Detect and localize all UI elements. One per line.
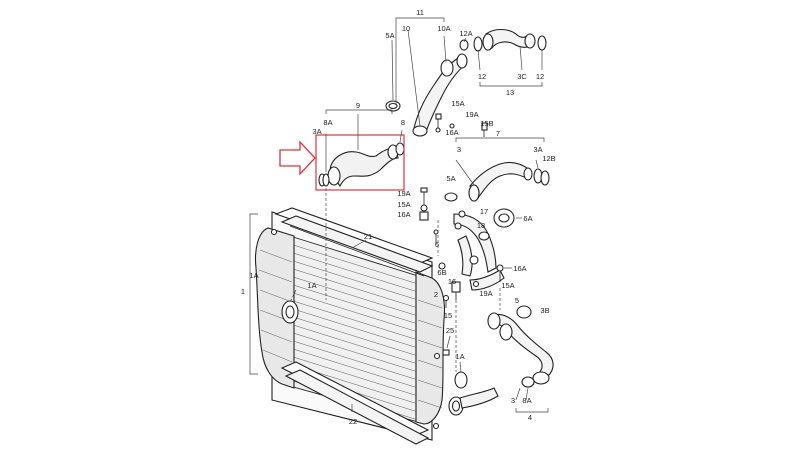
callout-3: 3 <box>457 145 461 154</box>
fasteners-lower <box>442 264 504 356</box>
callout-15b: 15B <box>480 119 493 128</box>
callout-3a-right: 3A <box>533 145 542 154</box>
callout-15a-top: 15A <box>451 99 464 108</box>
callout-19a-right: 19A <box>479 289 492 298</box>
callout-15a-mid: 15A <box>397 200 410 209</box>
callout-6b: 6B <box>437 268 446 277</box>
leader-lines <box>249 17 549 413</box>
callout-8a: 8A <box>323 118 332 127</box>
highlight-box <box>315 134 405 191</box>
hose-4 <box>487 305 554 388</box>
air-guide-22 <box>280 361 430 445</box>
callout-1a-bottom: 1A <box>455 352 464 361</box>
callout-9: 9 <box>356 101 360 110</box>
callout-16a-right: 16A <box>513 264 526 273</box>
callout-6: 6 <box>435 240 439 249</box>
callout-2: 2 <box>434 290 438 299</box>
callout-labels: 11 10 10A 5A 12A 12 3C 12 13 15A 19A 15B… <box>241 8 556 426</box>
hose-13 <box>473 28 547 52</box>
callout-19a-mid: 19A <box>397 189 410 198</box>
callout-12a: 12A <box>459 29 472 38</box>
callout-11: 11 <box>416 8 424 17</box>
callout-3b: 3B <box>540 306 549 315</box>
callout-15a-right: 15A <box>501 281 514 290</box>
outlet-pipe <box>454 371 499 409</box>
pointer-arrow-icon <box>279 140 316 176</box>
callout-18: 18 <box>477 221 485 230</box>
pipe-7 <box>444 161 550 202</box>
callout-5a-top: 5A <box>385 31 394 40</box>
callout-3-bottom: 3 <box>511 396 515 405</box>
callout-8: 8 <box>401 118 405 127</box>
callout-10: 10 <box>402 24 410 33</box>
callout-1a-inner: 1A <box>307 281 316 290</box>
callout-8a-bottom: 8A <box>522 396 531 405</box>
callout-21: 21 <box>364 232 372 241</box>
callout-7: 7 <box>496 129 500 138</box>
callout-3c: 3C <box>517 72 527 81</box>
callout-16a-mid: 16A <box>397 210 410 219</box>
callout-13: 13 <box>506 88 514 97</box>
callout-10a: 10A <box>437 24 450 33</box>
pipe-11 <box>385 39 469 137</box>
air-guide-21 <box>274 207 434 277</box>
callout-5a-mid: 5A <box>446 174 455 183</box>
fasteners-top <box>435 113 488 137</box>
sensor-16 <box>438 262 461 300</box>
callout-15: 15 <box>444 311 452 320</box>
callout-12b: 12B <box>542 154 555 163</box>
callout-25: 25 <box>446 326 454 335</box>
callout-16: 16 <box>448 277 456 286</box>
callout-3a-left: 3A <box>312 127 321 136</box>
callout-1a-left: 1A <box>249 271 258 280</box>
callout-17: 17 <box>480 207 488 216</box>
callout-5: 5 <box>515 296 519 305</box>
callout-12-left: 12 <box>478 72 486 81</box>
callout-1: 1 <box>241 287 245 296</box>
callout-4: 4 <box>528 413 532 422</box>
callout-22: 22 <box>349 417 357 426</box>
hose-9 <box>318 142 405 188</box>
fasteners-mid <box>419 187 466 244</box>
callout-12-right: 12 <box>536 72 544 81</box>
callout-6a: 6A <box>523 214 532 223</box>
callout-16a-top: 16A <box>445 128 458 137</box>
callout-19a-top: 19A <box>465 110 478 119</box>
